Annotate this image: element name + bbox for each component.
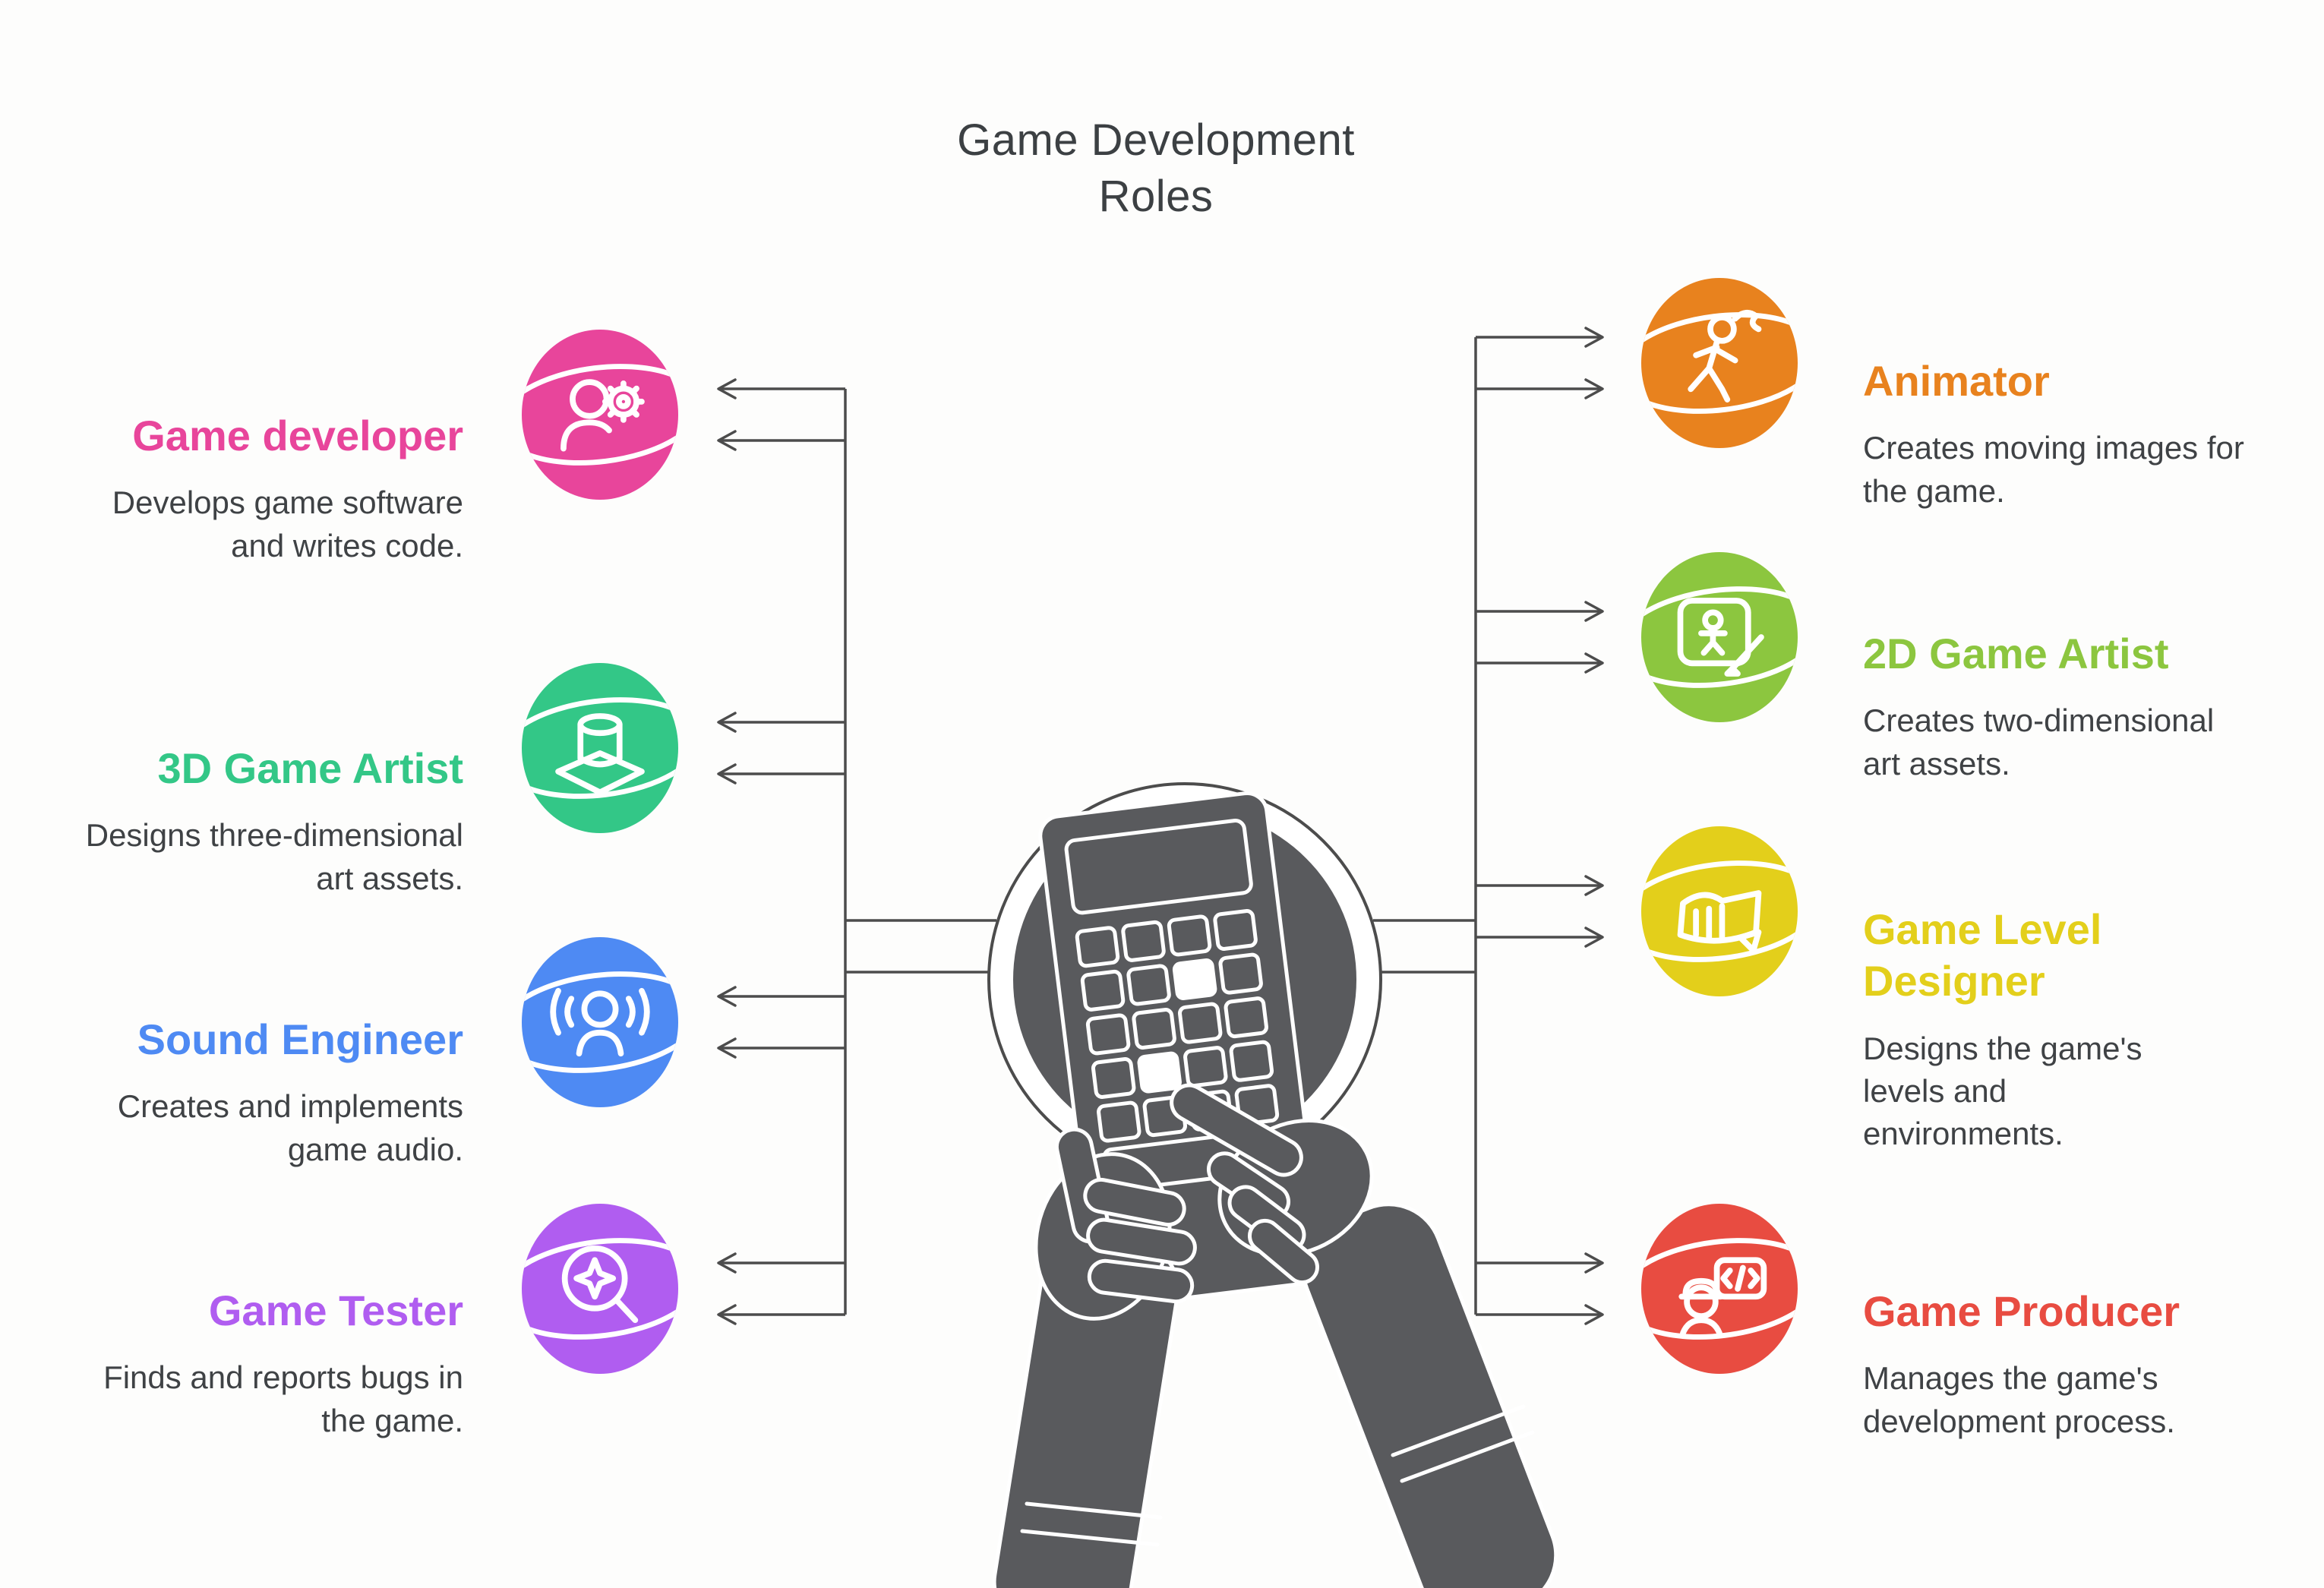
role-name: 3D Game Artist: [157, 744, 464, 792]
role-game-tester: Game Tester Finds and reports bugs in th…: [80, 1285, 463, 1442]
role-game-producer: Game Producer Manages the game's develop…: [1863, 1286, 2250, 1443]
role-description: Finds and reports bugs in the game.: [103, 1359, 463, 1438]
index-finger: [1170, 1083, 1303, 1177]
role-name: Game developer: [132, 412, 463, 459]
role-name: Animator: [1863, 357, 2050, 405]
role-3d-game-artist: 3D Game Artist Designs three-dimensional…: [80, 743, 463, 900]
role-name: 2D Game Artist: [1863, 630, 2169, 677]
role-name: Game Tester: [208, 1287, 463, 1334]
animator-icon: [1641, 309, 1798, 414]
sound-engineer-badge: [522, 937, 678, 1107]
role-description: Creates and implements game audio.: [117, 1088, 463, 1167]
game-level-designer-icon: [1641, 860, 1798, 962]
game-developer-icon: [522, 364, 678, 466]
role-game-developer: Game developer Develops game software an…: [80, 410, 463, 567]
role-game-level-designer: Game Level Designer Designs the game's l…: [1863, 904, 2190, 1155]
role-description: Manages the game's development process.: [1863, 1360, 2175, 1439]
hands: [992, 1083, 1558, 1588]
role-name: Sound Engineer: [137, 1015, 463, 1063]
role-animator: Animator Creates moving images for the g…: [1863, 355, 2250, 513]
role-sound-engineer: Sound Engineer Creates and implements ga…: [80, 1014, 463, 1171]
role-description: Creates moving images for the game.: [1863, 430, 2244, 509]
page-title: Game Development Roles: [957, 115, 1355, 222]
role-2d-game-artist: 2D Game Artist Creates two-dimensional a…: [1863, 628, 2250, 785]
right-connectors: [1373, 327, 1604, 1325]
3d-game-artist-badge: [522, 663, 678, 833]
animator-badge: [1641, 278, 1798, 448]
game-producer-icon: [1641, 1238, 1798, 1340]
game-tester-icon: [522, 1238, 678, 1340]
right-arm: [1301, 1202, 1558, 1588]
role-description: Develops game software and writes code.: [112, 485, 463, 564]
sound-engineer-icon: [522, 971, 678, 1073]
role-description: Creates two-dimensional art assets.: [1863, 702, 2215, 781]
2d-game-artist-icon: [1641, 586, 1798, 688]
role-name: Game Level Designer: [1863, 905, 2102, 1006]
game-level-designer-badge: [1641, 826, 1798, 996]
role-description: Designs the game's levels and environmen…: [1863, 1030, 2142, 1152]
left-connectors: [717, 378, 996, 1325]
hands-device-illustration: [987, 782, 1558, 1588]
role-description: Designs three-dimensional art assets.: [85, 817, 463, 896]
game-producer-badge: [1641, 1204, 1798, 1374]
game-tester-badge: [522, 1204, 678, 1374]
game-developer-badge: [522, 330, 678, 500]
role-name: Game Producer: [1863, 1287, 2180, 1335]
2d-game-artist-badge: [1641, 552, 1798, 722]
3d-game-artist-icon: [522, 697, 678, 799]
